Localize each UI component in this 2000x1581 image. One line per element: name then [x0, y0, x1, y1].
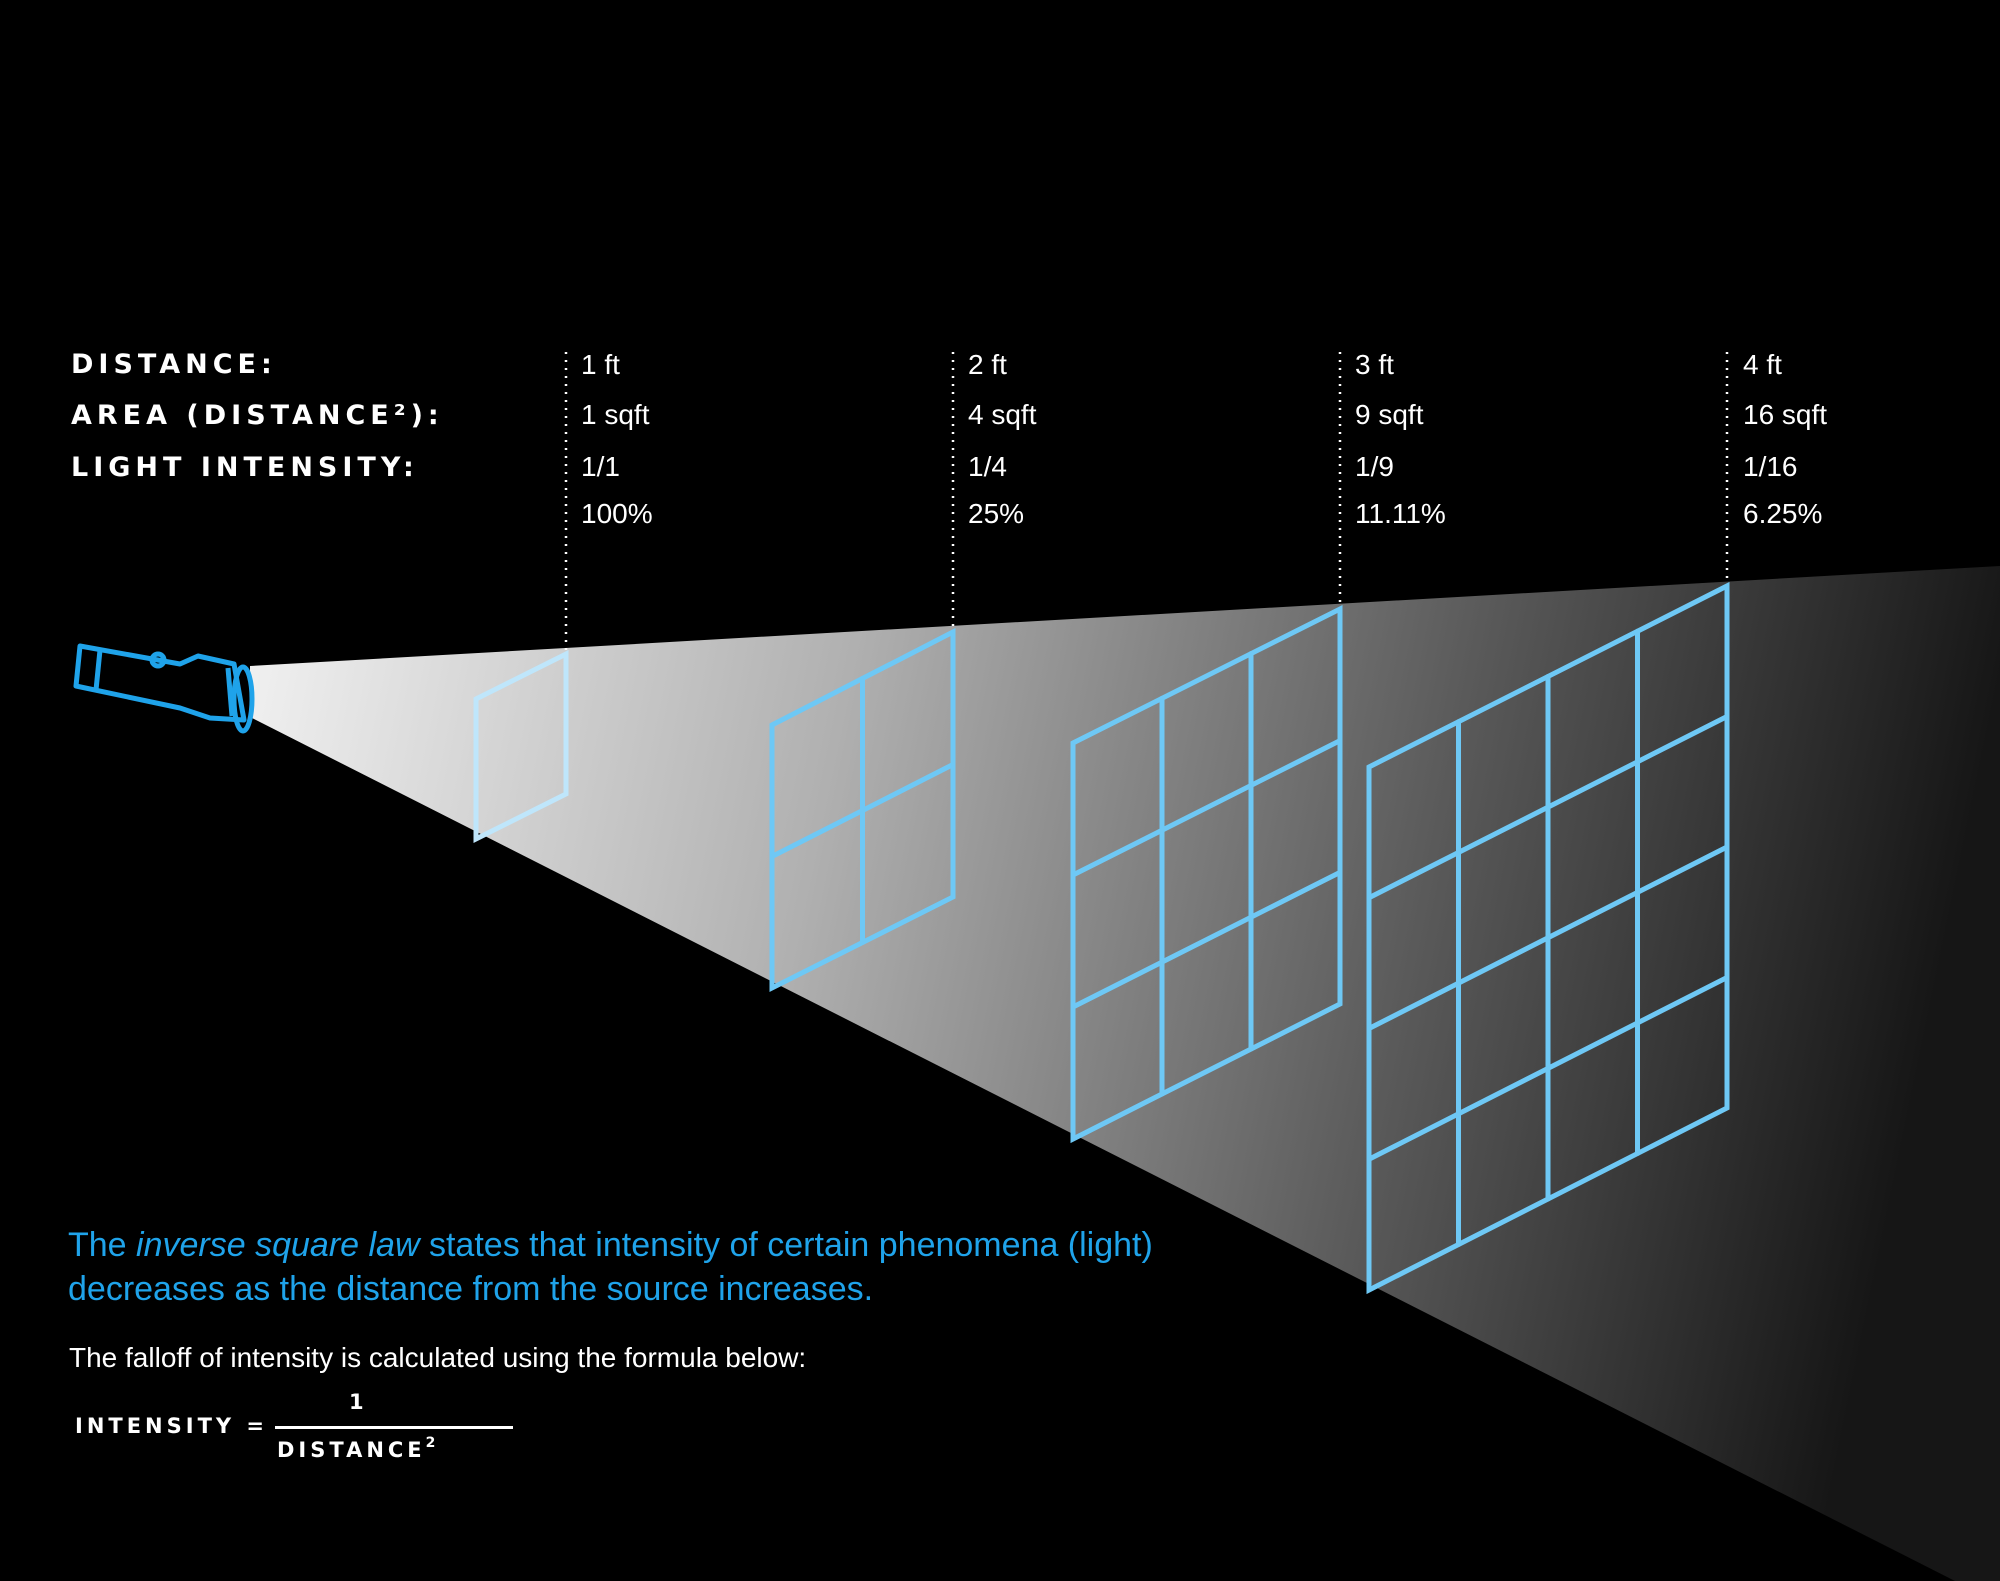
distance-value-2: 2 ft — [968, 349, 1007, 380]
denominator-exponent: 2 — [425, 1435, 436, 1451]
distance-row-label: DISTANCE: — [71, 349, 277, 380]
grid-line-horizontal — [1070, 738, 1343, 878]
formula-lhs: INTENSITY = — [75, 1414, 269, 1438]
description-emphasis: inverse square law — [136, 1226, 420, 1264]
fraction-value-4: 1/16 — [1743, 451, 1798, 482]
distance-value-3: 3 ft — [1355, 349, 1394, 380]
percent-value-1: 100% — [581, 498, 653, 529]
light-beam — [250, 566, 2000, 1581]
formula-numerator: 1 — [349, 1390, 364, 1414]
fraction-bar — [275, 1426, 513, 1429]
distance-guides — [564, 352, 1729, 654]
area-grid-3 — [1070, 604, 1343, 1144]
area-value-1: 1 sqft — [581, 399, 650, 430]
grid-outline — [1366, 581, 1730, 1295]
fraction-value-3: 1/9 — [1355, 451, 1394, 482]
distance-value-1: 1 ft — [581, 349, 620, 380]
area-grid-2 — [769, 627, 956, 993]
intensity-row-label: LIGHT INTENSITY: — [71, 452, 419, 483]
formula-note: The falloff of intensity is calculated u… — [69, 1342, 807, 1373]
flashlight-icon — [73, 643, 255, 734]
distance-value-4: 4 ft — [1743, 349, 1782, 380]
percent-value-2: 25% — [968, 498, 1025, 529]
inverse-square-law-description: The inverse square law states that inten… — [68, 1223, 1208, 1311]
area-value-2: 4 sqft — [968, 399, 1037, 430]
percent-value-3: 11.11% — [1355, 498, 1446, 529]
denominator-text: DISTANCE — [277, 1438, 426, 1462]
area-value-4: 16 sqft — [1743, 399, 1828, 430]
area-grid-1 — [473, 649, 569, 844]
description-text-end: states that intensity of certain phenome… — [68, 1226, 1153, 1308]
formula-denominator: DISTANCE2 — [277, 1435, 436, 1462]
percent-value-4: 6.25% — [1743, 498, 1823, 529]
grid-line-horizontal — [1070, 869, 1343, 1010]
grid-line-horizontal — [1366, 975, 1730, 1162]
area-grid-4 — [1366, 581, 1730, 1295]
area-value-3: 9 sqft — [1355, 399, 1424, 430]
fraction-value-2: 1/4 — [968, 451, 1007, 482]
grid-line-horizontal — [769, 762, 956, 859]
grid-outline — [473, 649, 569, 844]
grid-outline — [769, 627, 956, 993]
grid-line-horizontal — [1366, 844, 1730, 1031]
description-text-start: The — [68, 1226, 137, 1264]
fraction-value-1: 1/1 — [581, 451, 620, 482]
area-row-label: AREA (DISTANCE²): — [71, 400, 444, 431]
area-grids — [473, 581, 1730, 1295]
